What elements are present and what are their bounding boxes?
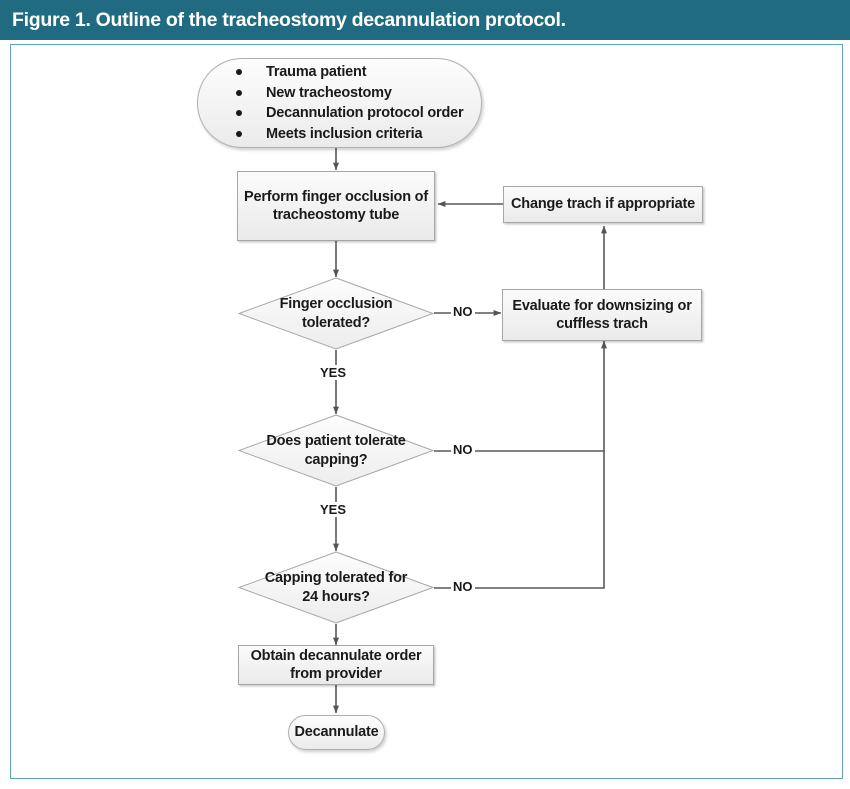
figure-title: Figure 1. Outline of the tracheostomy de… [12, 8, 566, 31]
start-criteria-list: Trauma patient New tracheostomy Decannul… [198, 61, 464, 146]
node-label: Obtain decannulate order from provider [251, 647, 422, 683]
node-label: Perform finger occlusion of tracheostomy… [244, 188, 428, 224]
diamond-shape [237, 551, 435, 624]
node-label: Decannulate [294, 724, 379, 741]
node-perform-finger-occlusion[interactable]: Perform finger occlusion of tracheostomy… [237, 171, 435, 241]
edge-label-yes-2: YES [318, 502, 349, 517]
node-decision-tolerate-capping[interactable]: Does patient tolerate capping? [237, 414, 435, 487]
edge-label-yes-1: YES [318, 365, 349, 380]
node-label: Change trach if appropriate [511, 196, 695, 213]
node-decision-finger-occlusion-tolerated[interactable]: Finger occlusion tolerated? [237, 277, 435, 350]
node-change-trach[interactable]: Change trach if appropriate [503, 186, 703, 223]
list-item: Trauma patient [236, 63, 463, 81]
node-label: Evaluate for downsizing or cuffless trac… [512, 297, 691, 333]
edge-decision2-no [434, 340, 607, 452]
node-label-line1: Obtain decannulate order [250, 647, 422, 664]
node-decannulate[interactable]: Decannulate [288, 715, 385, 750]
list-item: New tracheostomy [236, 84, 463, 102]
list-item: Meets inclusion criteria [236, 125, 463, 143]
edge-decision3-no [434, 451, 605, 589]
node-decision-capping-24-hours[interactable]: Capping tolerated for 24 hours? [237, 551, 435, 624]
node-label-line1: Evaluate for downsizing or [512, 297, 692, 314]
node-label-line1: Perform finger occlusion of [244, 188, 428, 205]
diamond-shape [237, 414, 435, 487]
node-label-line2: tracheostomy tube [272, 207, 400, 223]
node-evaluate-downsizing[interactable]: Evaluate for downsizing or cuffless trac… [502, 289, 702, 341]
edge-label-no-2: NO [451, 442, 475, 457]
list-item: Decannulation protocol order [236, 104, 464, 122]
edge-label-no-3: NO [451, 579, 475, 594]
figure-header-bar: Figure 1. Outline of the tracheostomy de… [0, 0, 850, 40]
edge-label-no-1: NO [451, 304, 475, 319]
diamond-shape [237, 277, 435, 350]
node-start-criteria[interactable]: Trauma patient New tracheostomy Decannul… [197, 58, 482, 148]
node-label-line2: from provider [290, 666, 382, 682]
node-obtain-decannulate-order[interactable]: Obtain decannulate order from provider [238, 645, 434, 685]
node-label-line2: cuffless trach [556, 316, 648, 332]
